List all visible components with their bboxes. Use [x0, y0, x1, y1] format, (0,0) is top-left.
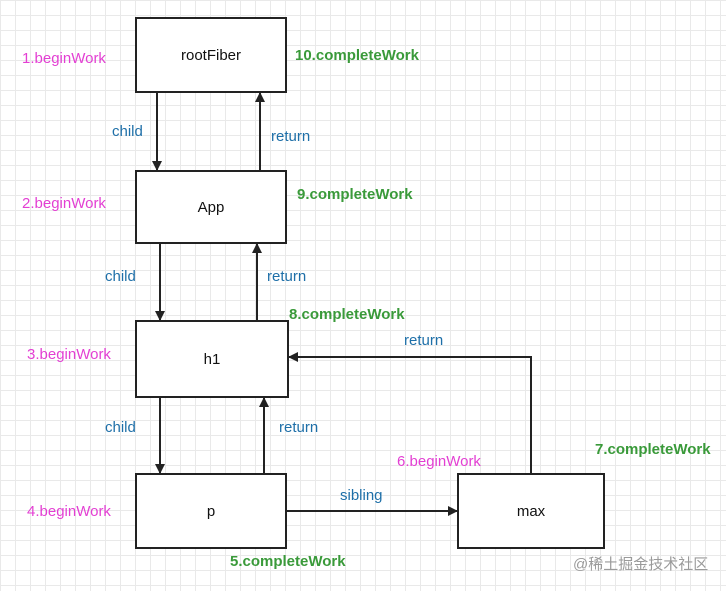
edge-label-app-root-return: return [271, 128, 311, 145]
edge-label-max-h1-return: return [404, 332, 444, 349]
node-p: p [135, 473, 287, 549]
edge-label-h1-app-return: return [267, 268, 307, 285]
edge-label-p-max-sibling: sibling [340, 487, 383, 504]
node-p-label: p [206, 502, 216, 520]
begin-label-h1: 3.beginWork [27, 346, 111, 363]
begin-label-p: 4.beginWork [27, 503, 111, 520]
arrow-max-to-h1-return [288, 352, 532, 473]
node-h1-label: h1 [203, 350, 221, 368]
node-max-label: max [516, 502, 546, 520]
node-rootFiber-label: rootFiber [180, 46, 242, 64]
edge-label-app-h1-child: child [105, 268, 136, 285]
node-h1: h1 [135, 320, 289, 398]
edge-label-root-app-child: child [112, 123, 143, 140]
complete-label-p: 5.completeWork [230, 553, 346, 570]
node-max: max [457, 473, 605, 549]
begin-label-max: 6.beginWork [397, 453, 481, 470]
begin-label-rootFiber: 1.beginWork [22, 50, 106, 67]
edge-label-p-h1-return: return [279, 419, 319, 436]
node-app-label: App [197, 198, 225, 216]
complete-label-rootFiber: 10.completeWork [295, 47, 419, 64]
complete-label-max: 7.completeWork [595, 441, 711, 458]
complete-label-app: 9.completeWork [297, 186, 413, 203]
complete-label-h1: 8.completeWork [289, 306, 405, 323]
node-rootFiber: rootFiber [135, 17, 287, 93]
node-app: App [135, 170, 287, 244]
edge-label-h1-p-child: child [105, 419, 136, 436]
watermark-text: @稀土掘金技术社区 [573, 556, 709, 573]
begin-label-app: 2.beginWork [22, 195, 106, 212]
